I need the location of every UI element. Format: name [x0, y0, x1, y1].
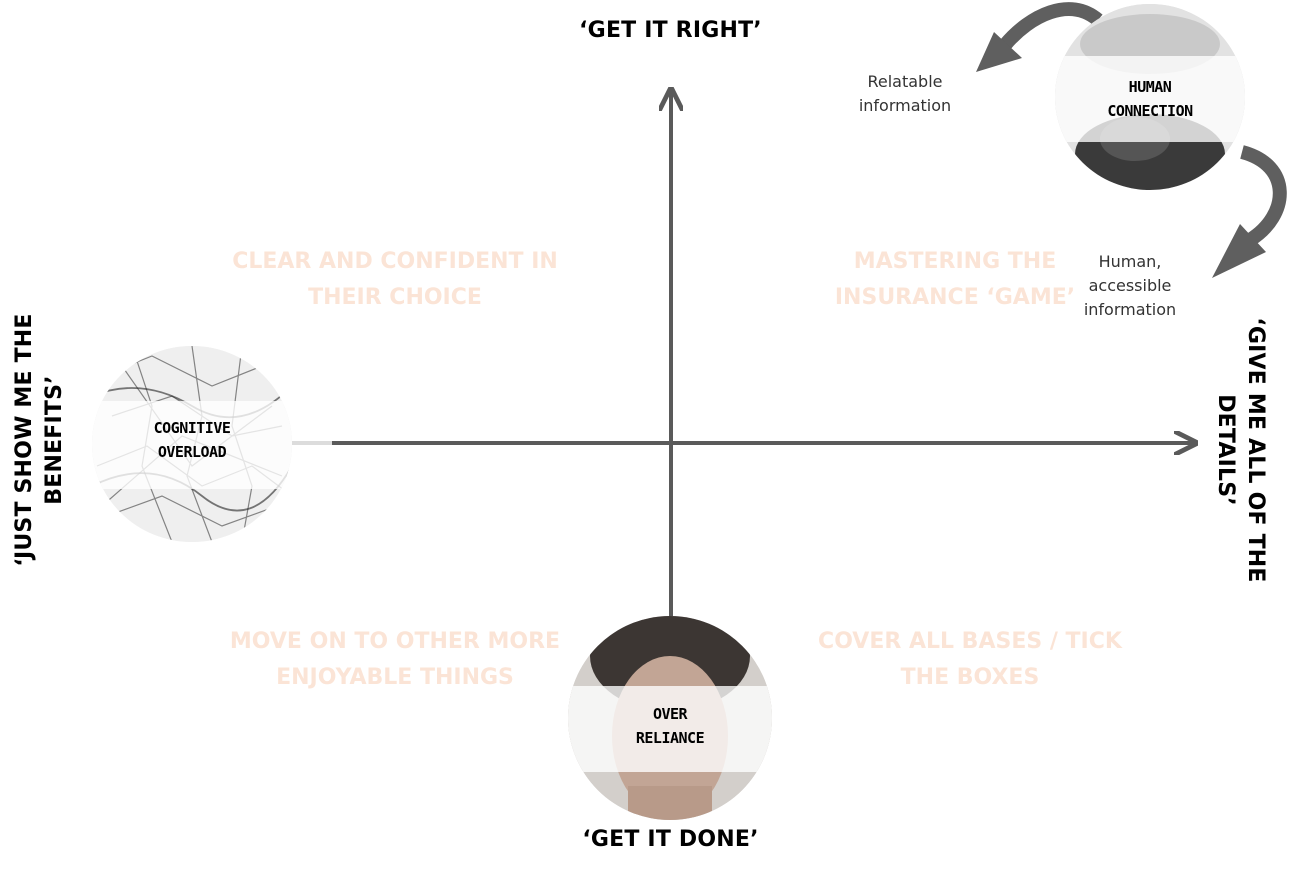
over-reliance-line1: OVER [652, 705, 688, 723]
cognitive-overload-label: COGNITIVE OVERLOAD [92, 416, 292, 464]
curved-arrow-right-head-icon [1212, 224, 1266, 278]
cognitive-overload-circle: COGNITIVE OVERLOAD [92, 346, 292, 542]
human-connection-line2: CONNECTION [1107, 102, 1193, 120]
human-connection-line1: HUMAN [1128, 78, 1172, 96]
curved-arrow-right-icon [1239, 145, 1287, 246]
quadrant-bottom-right-line2: THE BOXES [900, 665, 1040, 690]
quadrant-bottom-left: MOVE ON TO OTHER MORE ENJOYABLE THINGS [190, 624, 600, 696]
annotation-relatable-line2: information [858, 96, 952, 115]
quadrant-top-right-line1: MASTERING THE [853, 249, 1057, 274]
cognitive-overload-line1: COGNITIVE [153, 419, 231, 437]
human-connection-label: HUMAN CONNECTION [1055, 75, 1245, 123]
axis-title-left-line2: BENEFITS’ [42, 375, 67, 505]
over-reliance-band [568, 686, 772, 772]
over-reliance-circle: OVER RELIANCE [568, 616, 772, 820]
axis-title-left: ‘JUST SHOW ME THE BENEFITS’ [10, 290, 70, 590]
annotation-human-accessible-line1: Human, [1098, 252, 1162, 271]
curved-arrow-top-head-icon [976, 32, 1022, 72]
quadrant-top-left: CLEAR AND CONFIDENT IN THEIR CHOICE [205, 244, 585, 316]
axis-title-right: ‘GIVE ME ALL OF THE DETAILS’ [1210, 300, 1270, 600]
annotation-human-accessible-line2: accessible [1088, 276, 1172, 295]
quadrant-bottom-right-line1: COVER ALL BASES / TICK [818, 629, 1122, 654]
over-reliance-label: OVER RELIANCE [568, 702, 772, 750]
cognitive-overload-band [92, 401, 292, 489]
human-connection-circle: HUMAN CONNECTION [1055, 4, 1245, 190]
annotation-relatable: Relatable information [830, 70, 980, 118]
quadrant-bottom-left-line1: MOVE ON TO OTHER MORE [229, 629, 561, 654]
over-reliance-line2: RELIANCE [635, 729, 705, 747]
axis-title-right-line2: DETAILS’ [1213, 394, 1238, 506]
quadrant-top-right: MASTERING THE INSURANCE ‘GAME’ [790, 244, 1120, 316]
quadrant-top-right-line2: INSURANCE ‘GAME’ [834, 285, 1076, 310]
annotation-human-accessible-line3: information [1083, 300, 1177, 319]
axis-title-right-line1: ‘GIVE ME ALL OF THE [1243, 317, 1268, 583]
quadrant-bottom-right: COVER ALL BASES / TICK THE BOXES [790, 624, 1150, 696]
annotation-human-accessible: Human, accessible information [1055, 250, 1205, 322]
quadrant-top-left-line1: CLEAR AND CONFIDENT IN [232, 249, 558, 274]
quadrant-top-left-line2: THEIR CHOICE [308, 285, 482, 310]
cognitive-overload-line2: OVERLOAD [157, 443, 227, 461]
quadrant-bottom-left-line2: ENJOYABLE THINGS [276, 665, 514, 690]
axis-title-left-line1: ‘JUST SHOW ME THE [12, 313, 37, 567]
axis-title-bottom: ‘GET IT DONE’ [582, 827, 759, 852]
annotation-relatable-line1: Relatable [867, 72, 943, 91]
human-connection-band [1055, 56, 1245, 142]
axis-title-top: ‘GET IT RIGHT’ [579, 18, 762, 43]
